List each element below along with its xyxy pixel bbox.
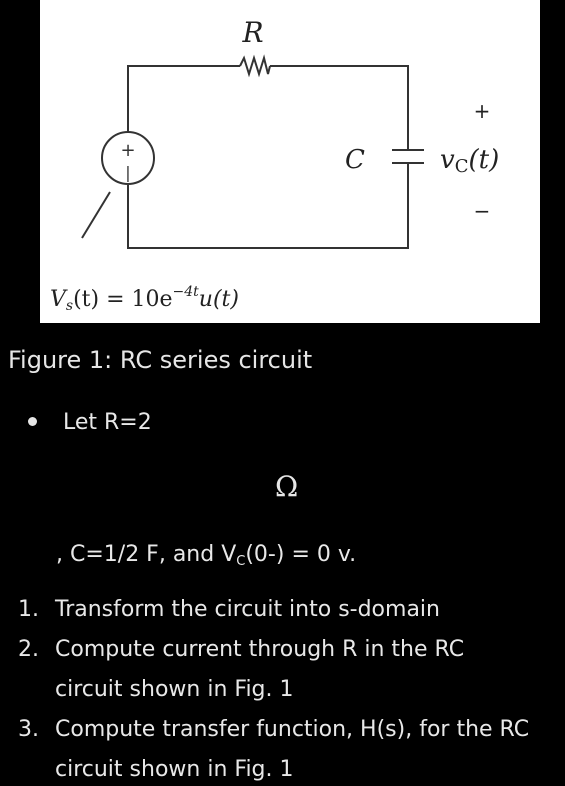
vc-label: vC(t) [440, 145, 499, 177]
source-eq-exp: −4t [173, 284, 200, 300]
conditions-prefix: , C=1/2 F, and V [56, 542, 237, 567]
task-number: 3. [18, 717, 39, 742]
wire-top-left [127, 65, 240, 132]
voltage-source-symbol [101, 131, 155, 185]
vc-plus-sign: + [474, 99, 491, 123]
vc-label-sub: C [455, 156, 469, 177]
circuit-figure: + | R C + − vC(t) Vs(t) = 10e−4tu(t) [40, 0, 540, 323]
vc-minus-sign: − [474, 199, 491, 223]
task-item: 2. Compute current through R in the RC c… [0, 630, 560, 710]
wire-top-right [270, 65, 409, 150]
figure-caption: Figure 1: RC series circuit [8, 346, 313, 374]
task-number: 1. [18, 597, 39, 622]
ohm-symbol: Ω [275, 470, 299, 503]
source-equation: Vs(t) = 10e−4tu(t) [50, 284, 239, 314]
conditions-line: , C=1/2 F, and VC(0-) = 0 v. [56, 542, 356, 569]
source-eq-v: V [50, 287, 68, 312]
bullet-item: Let R=2 [28, 410, 152, 435]
task-text-continued: circuit shown in Fig. 1 [55, 677, 294, 702]
vc-label-arg: (t) [468, 145, 499, 175]
task-list: 1. Transform the circuit into s-domain 2… [0, 590, 560, 786]
task-text: Compute transfer function, H(s), for the… [55, 717, 530, 742]
task-item: 1. Transform the circuit into s-domain [0, 590, 560, 630]
bullet-dot-icon [28, 416, 37, 426]
task-text-continued: circuit shown in Fig. 1 [55, 757, 294, 782]
source-minus-sign: | [125, 163, 130, 182]
source-eq-mid: (t) = 10e [73, 287, 172, 312]
capacitor-label: C [345, 145, 365, 175]
source-eq-s: s [66, 298, 73, 314]
source-plus-sign: + [120, 140, 135, 161]
task-text: Compute current through R in the RC [55, 637, 465, 662]
source-eq-tail: u(t) [199, 287, 239, 312]
task-item: 3. Compute transfer function, H(s), for … [0, 710, 560, 786]
source-pointer-line [81, 191, 111, 239]
resistor-label: R [241, 16, 263, 49]
conditions-sub: C [236, 554, 246, 569]
conditions-suffix: (0-) = 0 v. [245, 542, 357, 567]
task-text: Transform the circuit into s-domain [55, 597, 440, 622]
vc-label-main: v [440, 145, 455, 175]
rc-circuit-diagram: + | R C + − vC(t) Vs(t) = 10e−4tu(t) [50, 16, 499, 314]
bullet-text: Let R=2 [63, 410, 152, 435]
task-number: 2. [18, 637, 39, 662]
resistor-symbol [239, 54, 271, 78]
wire-right-bottom [127, 163, 409, 249]
